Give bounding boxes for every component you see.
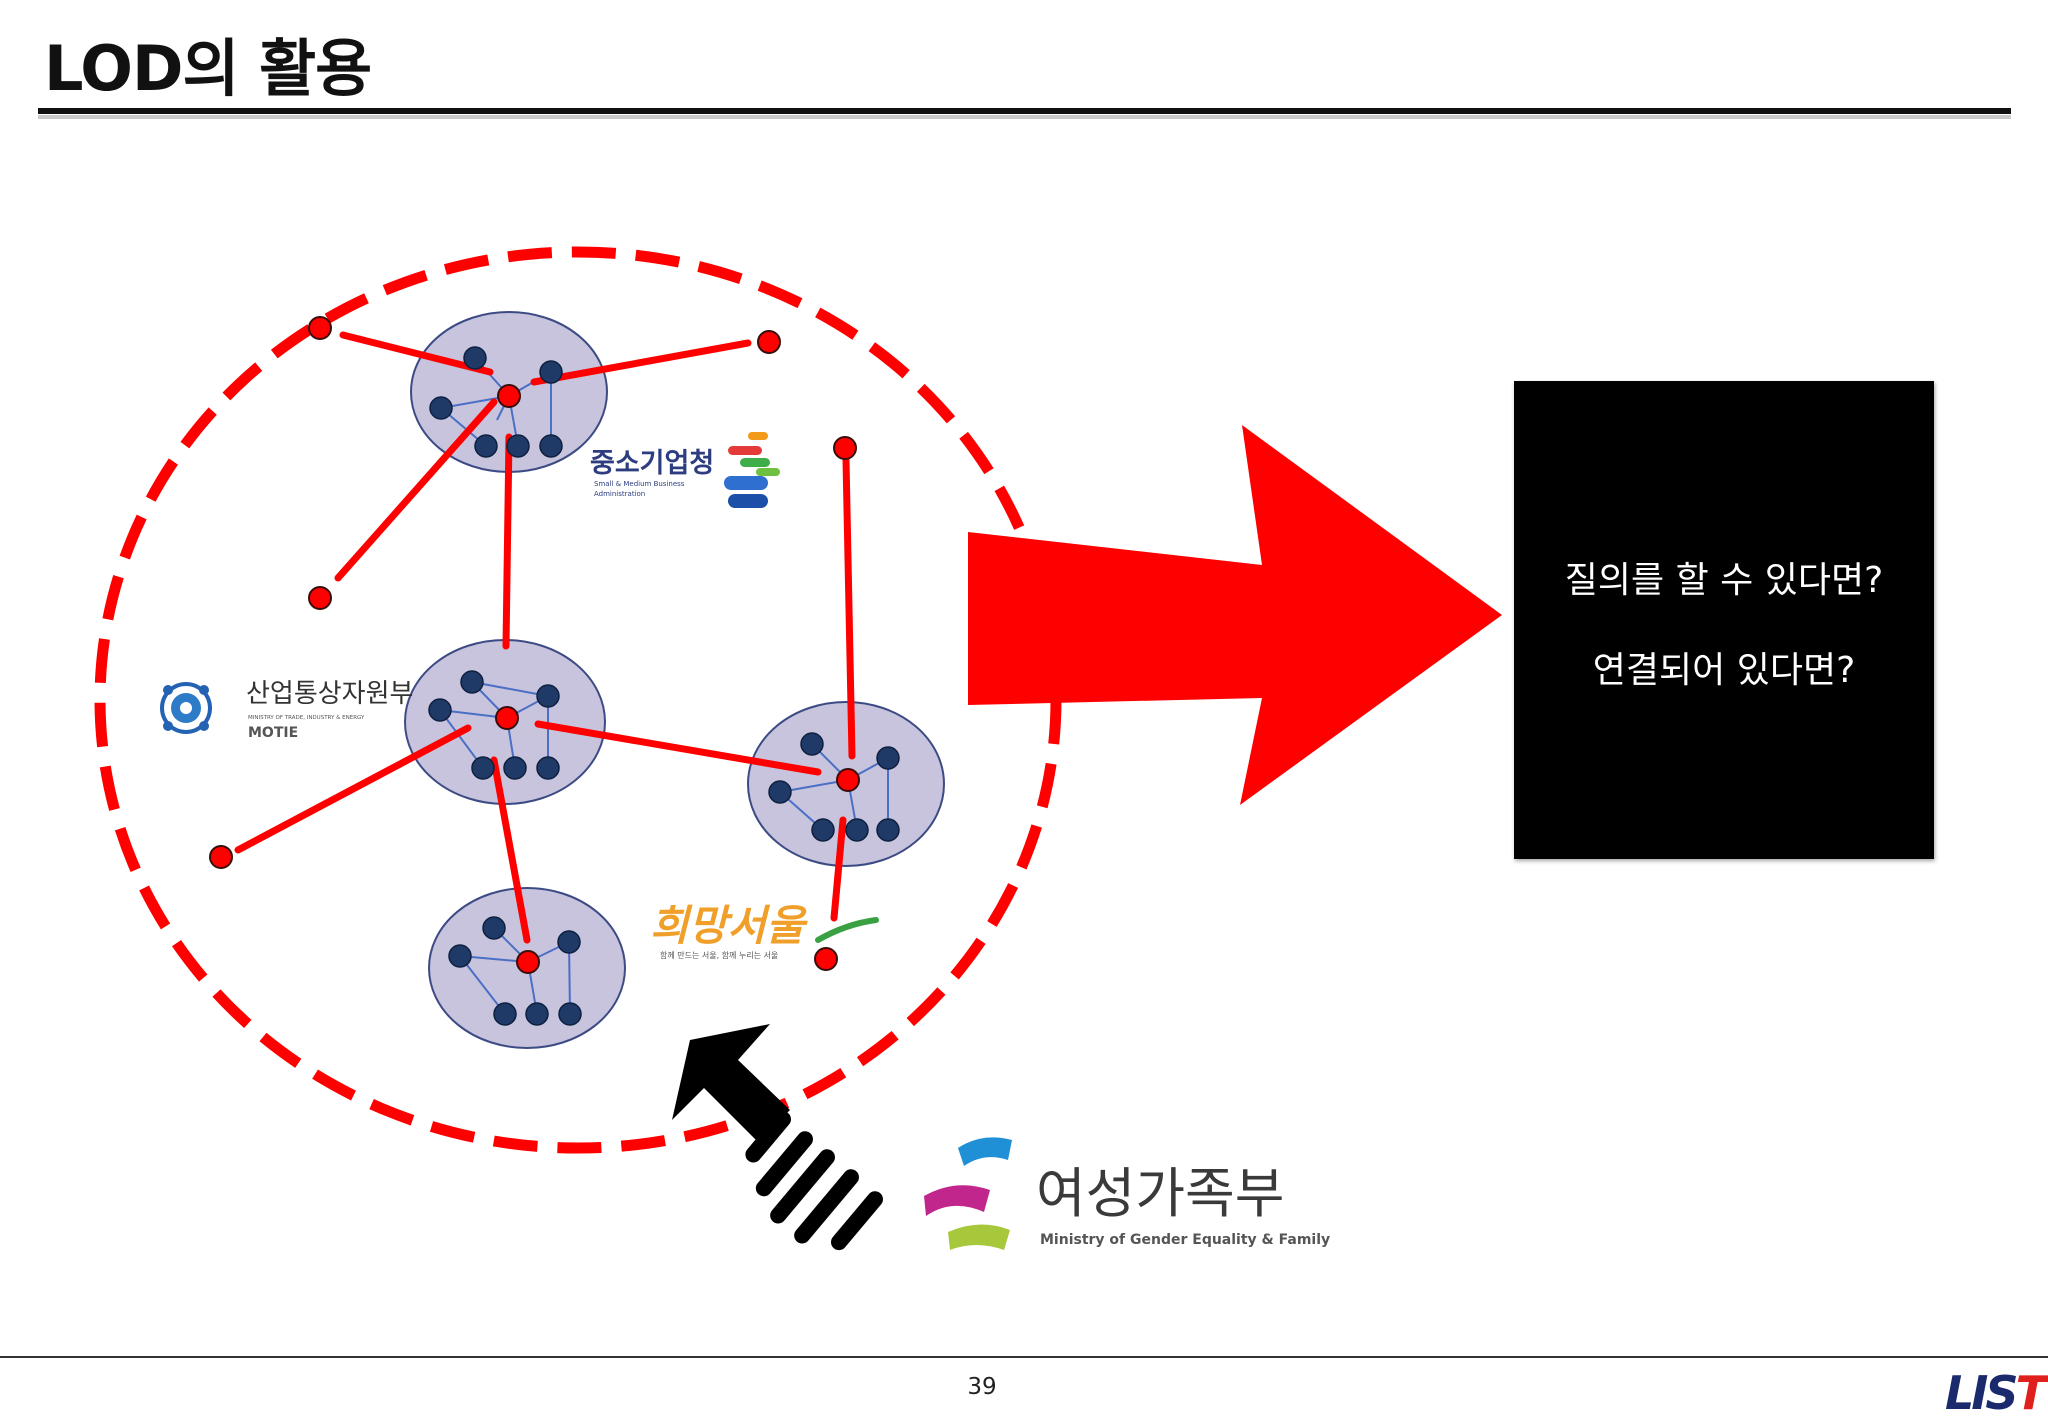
smba-logo: 중소기업청 Small & Medium Business Administra… [590,432,780,508]
blue-nodes [428,346,900,1026]
smba-logo-subtitle-1: Small & Medium Business [594,480,685,488]
black-arrow [672,1024,883,1251]
smba-logo-subtitle-2: Administration [594,490,645,498]
title-underline-shadow [38,115,2011,119]
seoul-logo: 희망서울 함께 만드는 서울, 함께 누리는 서울 [650,901,879,960]
mogef-logo-mark [924,1137,1012,1250]
motie-logo-subtitle: MINISTRY OF TRADE, INDUSTRY & ENERGY [248,715,365,721]
motie-logo: 산업통상자원부 MINISTRY OF TRADE, INDUSTRY & EN… [160,679,413,741]
dashed-boundary-ellipse [94,246,1062,1154]
footer-logo-accent: T [2015,1366,2047,1420]
big-red-arrow [968,425,1502,805]
question-line-1: 질의를 할 수 있다면? [1564,560,1884,601]
question-box: 질의를 할 수 있다면? 연결되어 있다면? [1514,381,1934,859]
motie-emblem-icon [160,682,212,734]
mogef-logo-name: 여성가족부 [1036,1162,1284,1225]
slide-title: LOD의 활용 [44,32,372,105]
motie-logo-abbr: MOTIE [248,725,298,741]
mogef-logo-subtitle: Ministry of Gender Equality & Family [1040,1232,1330,1248]
footer-logo: LIST [1945,1366,2047,1420]
footer-rule [0,1356,2048,1358]
seoul-logo-slogan: 함께 만드는 서울, 함께 누리는 서울 [660,951,778,960]
red-links [234,331,856,944]
question-line-2: 연결되어 있다면? [1592,650,1856,691]
smba-logo-mark [724,432,780,508]
footer-logo-text: LIS [1945,1366,2019,1420]
smba-logo-name: 중소기업청 [590,448,714,479]
motie-logo-name: 산업통상자원부 [246,679,413,709]
mogef-logo: 여성가족부 Ministry of Gender Equality & Fami… [924,1137,1330,1250]
page-number: 39 [967,1374,997,1400]
red-nodes [209,316,860,974]
seoul-logo-name: 희망서울 [650,901,808,950]
title-underline [38,108,2011,114]
seoul-logo-swoosh [815,917,879,943]
